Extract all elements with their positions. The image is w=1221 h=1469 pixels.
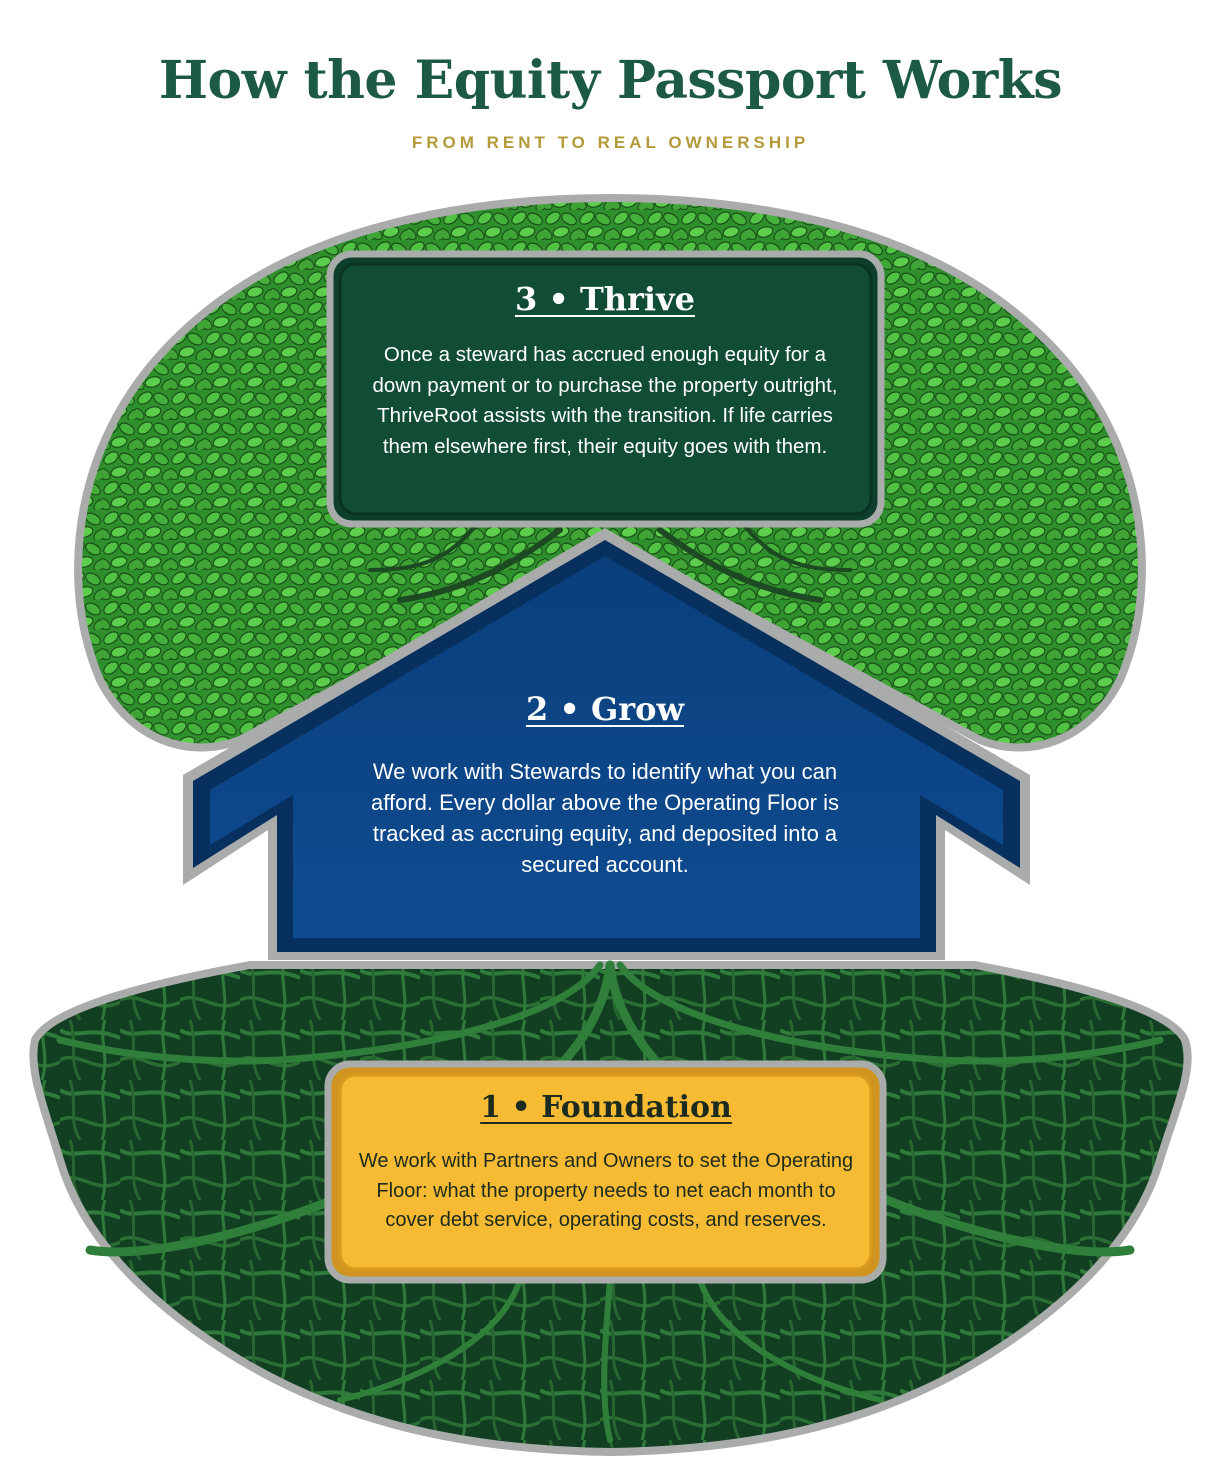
stage-grow: 2 • Grow We work with Stewards to identi… [330,690,880,880]
page-subtitle: FROM RENT TO REAL OWNERSHIP [411,133,810,152]
stage-foundation-body: We work with Partners and Owners to set … [358,1150,854,1231]
stage-foundation-heading: 1 • Foundation [480,1090,732,1125]
foundation-box-inner [338,1073,873,1271]
page-title: How the Equity Passport Works [158,50,1063,111]
stage-grow-body: We work with Stewards to identify what y… [371,759,839,877]
stage-foundation: 1 • Foundation We work with Partners and… [342,1078,870,1266]
thrive-box-inner [338,262,873,516]
trunk-branches [368,518,852,603]
stage-thrive-body: Once a steward has accrued enough equity… [372,343,838,458]
stage-thrive-heading: 3 • Thrive [514,280,696,318]
house-shape-inner [210,556,1003,938]
stage-thrive: 3 • Thrive Once a steward has accrued en… [340,262,870,512]
stage-grow-heading: 2 • Grow [525,690,685,728]
